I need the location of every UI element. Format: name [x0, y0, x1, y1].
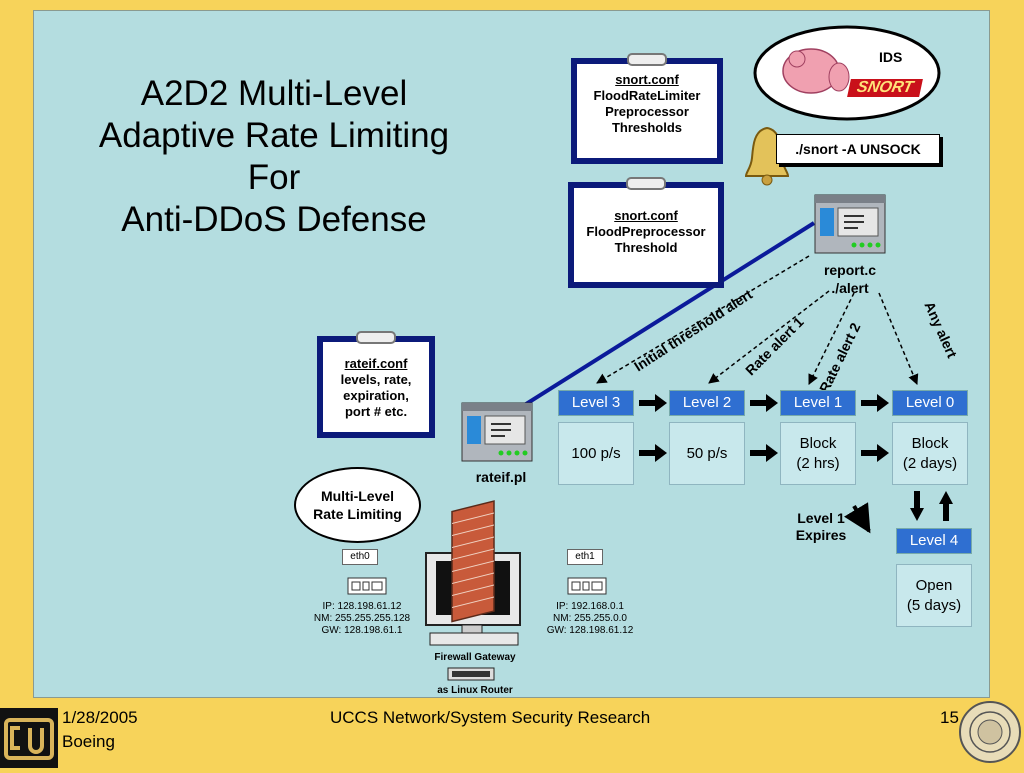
snort-conf-clipboard-1: snort.conf FloodRateLimiter Preprocessor…	[571, 53, 723, 164]
firewall-gateway-icon	[425, 500, 521, 646]
snort-conf-2-line-1: FloodPreprocessor	[586, 224, 706, 239]
eth1-gw: GW: 128.198.61.12	[546, 625, 634, 636]
level-4-line-2: (5 days)	[906, 596, 962, 614]
clip-icon	[626, 177, 666, 190]
footer-center: UCCS Network/System Security Research	[330, 708, 651, 727]
level-1-rate-line-2: (2 hrs)	[796, 454, 840, 472]
cu-logo-icon	[4, 718, 54, 760]
rate-alert-1-arrow	[708, 290, 830, 384]
gateway-label-1: Firewall Gateway	[434, 652, 516, 663]
eth0-nic-icon	[347, 577, 387, 595]
level1-expires-label: Level 1 Expires	[786, 510, 856, 544]
footer-date: 1/28/2005	[62, 708, 138, 727]
ids-label: IDS	[879, 49, 903, 65]
rateif-computer-icon	[461, 402, 533, 462]
snort-conf-1-line-3: Thresholds	[611, 120, 683, 135]
ids-snort-logo: IDS SNORT	[751, 23, 943, 123]
any-alert-arrow	[878, 292, 919, 385]
level1-expires-arrow	[844, 502, 871, 534]
multi-level-line-2: Rate Limiting	[313, 506, 402, 522]
level1-expires-line-2: Expires	[795, 527, 847, 543]
footer-org: Boeing	[62, 732, 115, 751]
eth0-gw: GW: 128.198.61.1	[321, 625, 403, 636]
title-line-4: Anti-DDoS Defense	[121, 200, 427, 239]
cu-logo	[0, 708, 58, 768]
clip-icon	[627, 53, 667, 66]
university-seal-icon	[959, 701, 1021, 763]
level-0-rate-line-2: (2 days)	[902, 454, 958, 472]
initial-alert-arrow	[596, 255, 810, 384]
snort-brand: SNORT	[847, 79, 923, 97]
level-2-rate: 50 p/s	[669, 422, 745, 485]
level-1-rate: Block (2 hrs)	[780, 422, 856, 485]
level-0-rate-line-1: Block	[911, 434, 949, 452]
level-3-rate: 100 p/s	[558, 422, 634, 485]
level1-expires-line-1: Level 1	[797, 510, 845, 526]
snort-conf-1-line-2: Preprocessor	[605, 104, 689, 119]
multi-level-line-1: Multi-Level	[320, 488, 395, 504]
level-4-rate: Open (5 days)	[896, 564, 972, 627]
level4-arrows	[910, 491, 953, 521]
eth1-nic-icon	[567, 577, 607, 595]
slide-title: A2D2 Multi-Level Adaptive Rate Limiting …	[94, 73, 454, 241]
snort-conf-2-line-2: Threshold	[614, 240, 678, 255]
level-0-box: Level 0	[892, 390, 968, 416]
rateif-conf-clipboard: rateif.conf levels, rate, expiration, po…	[317, 331, 435, 438]
eth1-nm: NM: 255.255.0.0	[553, 613, 627, 624]
clip-icon	[356, 331, 396, 344]
snort-conf-1-line-1: FloodRateLimiter	[593, 88, 701, 103]
rateif-conf-line-2: expiration,	[343, 388, 409, 403]
rateif-conf-line-1: levels, rate,	[340, 372, 412, 387]
eth1-details: IP: 192.168.0.1 NM: 255.255.0.0 GW: 128.…	[530, 601, 650, 637]
eth0-nm: NM: 255.255.255.128	[313, 613, 411, 624]
level-4-line-1: Open	[915, 576, 953, 594]
snort-command-text: ./snort -A UNSOCK	[795, 141, 921, 157]
snort-conf-clipboard-2: snort.conf FloodPreprocessor Threshold	[568, 177, 724, 288]
rateif-label: rateif.pl	[475, 469, 527, 485]
eth1-label: eth1	[567, 549, 603, 565]
eth1-ip: IP: 192.168.0.1	[556, 601, 624, 612]
report-label: report.c ./alert	[809, 261, 891, 297]
level-arrows-bottom	[639, 444, 889, 462]
report-line-1: report.c	[823, 262, 877, 278]
control-link-line	[497, 221, 816, 423]
snort-command-box: ./snort -A UNSOCK	[776, 134, 940, 164]
eth0-details: IP: 128.198.61.12 NM: 255.255.255.128 GW…	[302, 601, 422, 637]
level-3-rate-text: 100 p/s	[571, 444, 621, 462]
snort-conf-2-filename: snort.conf	[614, 208, 678, 223]
title-line-2: Adaptive Rate Limiting	[98, 116, 450, 155]
level-1-box: Level 1	[780, 390, 856, 416]
connector-layer	[497, 221, 953, 534]
level-1-rate-line-1: Block	[799, 434, 837, 452]
gateway-label-2: as Linux Router	[437, 685, 513, 696]
eth0-ip: IP: 128.198.61.12	[322, 601, 402, 612]
rate-alert-2-arrow	[808, 292, 855, 385]
multi-level-oval: Multi-Level Rate Limiting	[294, 467, 421, 543]
level-3-box: Level 3	[558, 390, 634, 416]
level-arrows-top	[639, 394, 889, 412]
snort-pig-icon	[753, 25, 941, 121]
title-line-1: A2D2 Multi-Level	[140, 74, 408, 113]
slide-panel: A2D2 Multi-Level Adaptive Rate Limiting …	[33, 10, 990, 698]
rateif-conf-filename: rateif.conf	[344, 356, 408, 371]
level-4-box: Level 4	[896, 528, 972, 554]
level-0-rate: Block (2 days)	[892, 422, 968, 485]
title-line-3: For	[247, 158, 301, 197]
level-2-rate-text: 50 p/s	[686, 444, 728, 462]
router-icon	[447, 667, 495, 681]
eth0-label: eth0	[342, 549, 378, 565]
report-line-2: ./alert	[831, 280, 869, 296]
report-computer-icon	[814, 194, 886, 254]
rateif-conf-line-3: port # etc.	[344, 404, 408, 419]
footer-page-number: 15	[940, 708, 959, 727]
level-2-box: Level 2	[669, 390, 745, 416]
snort-conf-1-filename: snort.conf	[615, 72, 679, 87]
